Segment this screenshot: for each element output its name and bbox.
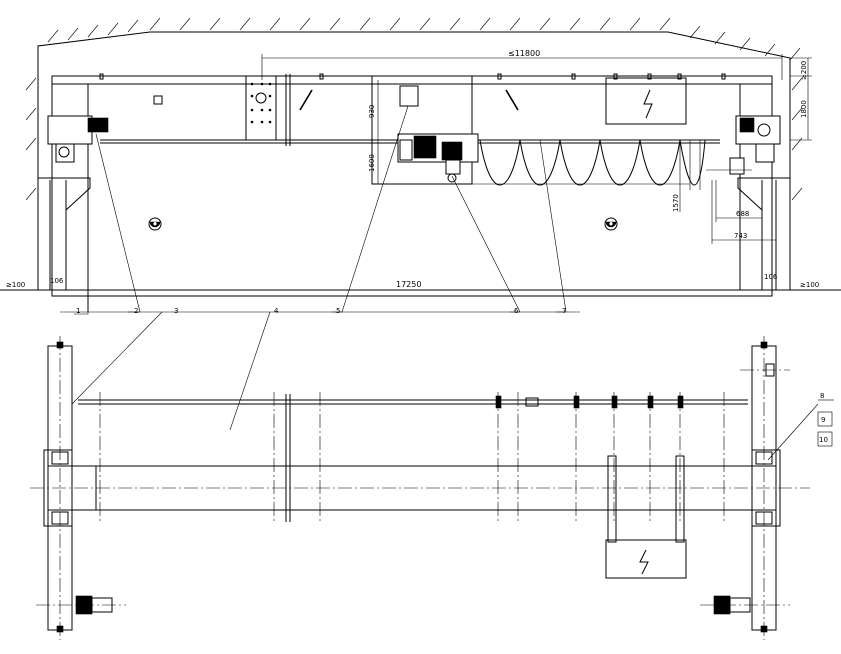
overall-span-label: ≤11800: [508, 49, 540, 58]
rail-height-label: 1800: [800, 100, 808, 118]
dim-743-label: 743: [734, 232, 747, 240]
travel-motor-plan-left: [36, 595, 126, 615]
callout-2: 2: [134, 307, 138, 315]
bridge-girder-elevation: [51, 75, 773, 297]
roof-outline: [37, 31, 791, 290]
side-clear-left-label: ≥100: [6, 281, 25, 289]
callout-10: 10: [819, 436, 828, 444]
callout-3: 3: [174, 307, 178, 315]
elevation-view: 17250 ≥100 ≥100 106 106 ≤11800 ≥200 1800…: [0, 17, 841, 315]
festoon-cable: [479, 139, 706, 186]
travel-motor-right: [739, 117, 755, 133]
travel-motor-left: [87, 117, 109, 133]
callout-9: 9: [821, 416, 825, 424]
lightning-icon: [643, 89, 653, 119]
elevation-callouts: [60, 105, 580, 315]
plan-view: 8 9 10: [30, 311, 834, 640]
end-carriage-left: [47, 115, 93, 145]
callout-4: 4: [274, 307, 279, 315]
span-label: 17250: [396, 280, 421, 289]
callout-1: 1: [76, 307, 80, 315]
height-930-label: 930: [368, 105, 376, 118]
lightning-icon-plan: [639, 549, 649, 575]
electrical-box-plan: [605, 539, 687, 579]
side-clear-right-label: ≥100: [800, 281, 819, 289]
end-left-label: 106: [50, 277, 64, 285]
callout-8: 8: [820, 392, 824, 400]
electrical-box-elevation: [605, 77, 687, 125]
dim-688-label: 688: [736, 210, 749, 218]
end-right-label: 106: [764, 273, 778, 281]
hook-icon-left: [149, 221, 161, 228]
callout-6: 6: [514, 307, 519, 315]
travel-motor-plan-right: [700, 595, 790, 615]
callout-5: 5: [336, 307, 340, 315]
hoist-trolley: [397, 133, 479, 183]
top-clearance-label: ≥200: [800, 61, 808, 80]
height-1570-label: 1570: [672, 194, 680, 212]
control-panel: [245, 75, 277, 141]
height-1600-label: 1600: [368, 154, 376, 172]
hook-icon-right: [605, 221, 617, 228]
roof-hatching: [25, 17, 803, 201]
callout-7: 7: [562, 307, 566, 315]
